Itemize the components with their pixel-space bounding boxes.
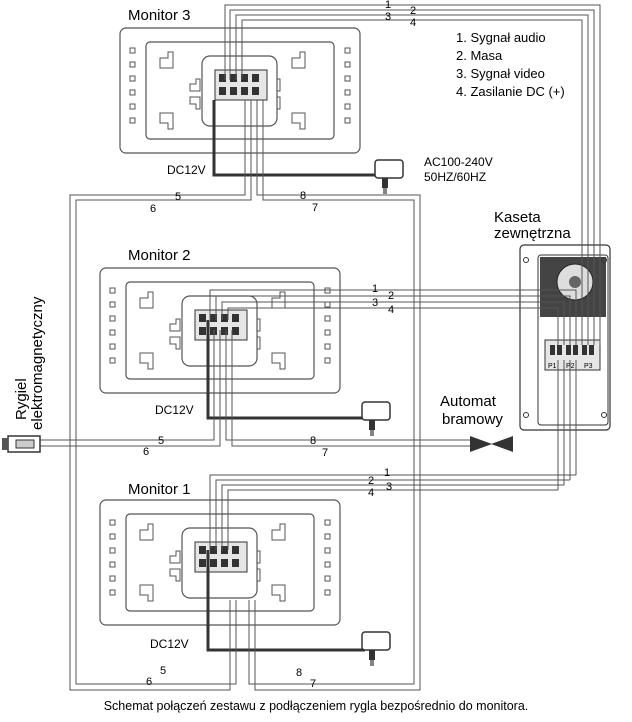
wire-number: 1 bbox=[384, 467, 390, 479]
wire-number: 1 bbox=[385, 0, 391, 11]
wire-number: 5 bbox=[158, 435, 164, 447]
wire-number: 8 bbox=[310, 435, 316, 447]
legend-item: 1. Sygnał audio bbox=[456, 30, 546, 45]
wire-number: 6 bbox=[143, 446, 149, 458]
monitor-2-power: DC12V bbox=[155, 403, 194, 417]
wires-5-8 bbox=[40, 100, 470, 691]
monitor-2-title: Monitor 2 bbox=[128, 247, 191, 264]
diagram-caption: Schemat połączeń zestawu z podłączeniem … bbox=[103, 699, 529, 713]
monitor-3-title: Monitor 3 bbox=[128, 7, 191, 24]
outdoor-station bbox=[519, 244, 611, 431]
power-adapter-2 bbox=[361, 401, 391, 437]
wire-number: 2 bbox=[388, 290, 394, 302]
outdoor-station-label: zewnętrzna bbox=[494, 225, 571, 242]
lock-label: elektromagnetyczny bbox=[29, 296, 46, 430]
gate-label: bramowy bbox=[442, 411, 503, 428]
wire-number: 3 bbox=[372, 297, 378, 309]
wire-number: 3 bbox=[385, 11, 391, 23]
legend-item: 4. Zasilanie DC (+) bbox=[456, 84, 565, 99]
wire-number: 8 bbox=[296, 667, 302, 679]
gate-label: Automat bbox=[440, 393, 497, 410]
wire-number: 6 bbox=[146, 676, 152, 688]
bus-wires-1-4 bbox=[209, 4, 601, 550]
wire-number: 5 bbox=[160, 665, 166, 677]
port-label: P3 bbox=[584, 363, 593, 370]
electromagnetic-lock bbox=[2, 435, 41, 453]
adapter-frequency: 50HZ/60HZ bbox=[424, 170, 486, 184]
wire-number: 3 bbox=[386, 481, 392, 493]
legend-item: 3. Sygnał video bbox=[456, 66, 545, 81]
wire-number: 7 bbox=[312, 202, 318, 214]
wire-number: 7 bbox=[310, 678, 316, 690]
monitor-1-power: DC12V bbox=[150, 637, 189, 651]
outdoor-station-label: Kaseta bbox=[494, 209, 541, 226]
monitor-3 bbox=[119, 27, 361, 154]
wire-number: 8 bbox=[300, 190, 306, 202]
port-label: P1 bbox=[548, 363, 557, 370]
legend-item: 2. Masa bbox=[456, 48, 503, 63]
power-adapter-1 bbox=[361, 631, 391, 667]
wire-number: 4 bbox=[388, 304, 394, 316]
monitor-3-power: DC12V bbox=[167, 163, 206, 177]
adapter-voltage: AC100-240V bbox=[424, 155, 493, 169]
wire-number: 2 bbox=[368, 475, 374, 487]
power-adapter-3 bbox=[374, 159, 404, 195]
power-leads bbox=[206, 100, 380, 652]
wire-number: 4 bbox=[368, 487, 374, 499]
wire-number: 6 bbox=[150, 203, 156, 215]
wire-number: 2 bbox=[410, 5, 416, 17]
monitor-1-title: Monitor 1 bbox=[128, 481, 191, 498]
gate-automation bbox=[470, 436, 513, 452]
lock-label: Rygiel bbox=[13, 378, 30, 420]
wire-number: 5 bbox=[175, 191, 181, 203]
wire-number: 1 bbox=[372, 283, 378, 295]
monitor-1 bbox=[99, 499, 341, 626]
wire-number: 7 bbox=[322, 447, 328, 459]
wire-number: 4 bbox=[410, 17, 416, 29]
port-label: P2 bbox=[566, 363, 575, 370]
